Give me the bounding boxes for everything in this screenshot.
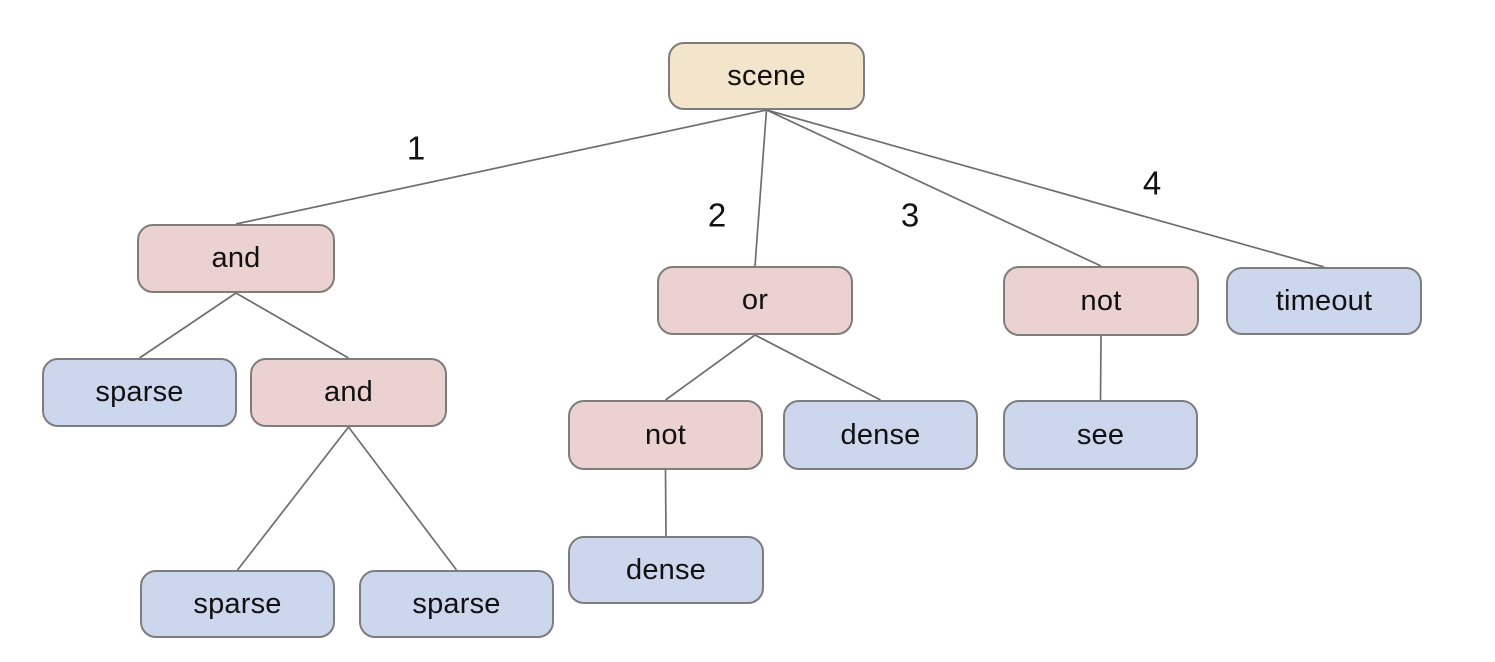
node-label: not — [645, 418, 686, 451]
node-label: dense — [625, 553, 706, 586]
node-sparse2: sparse — [140, 570, 335, 638]
edge-not2-dense2 — [664, 469, 667, 537]
node-dense1: dense — [783, 400, 978, 470]
node-label: or — [741, 284, 769, 316]
edge-or1-not2 — [665, 334, 756, 401]
node-not2: not — [568, 400, 763, 470]
node-label: sparse — [412, 587, 501, 620]
edge-scene-or1 — [754, 109, 768, 267]
edge-or1-dense1 — [754, 334, 881, 401]
node-label: dense — [840, 418, 921, 451]
node-dense2: dense — [568, 536, 764, 604]
node-and2: and — [250, 358, 447, 427]
node-label: and — [211, 242, 261, 274]
node-label: scene — [727, 59, 806, 92]
edge-scene-not1 — [766, 109, 1102, 267]
edge-not1-see1 — [1099, 335, 1102, 401]
node-scene: scene — [668, 42, 865, 110]
node-or1: or — [657, 266, 853, 335]
node-label: and — [324, 376, 373, 408]
edge-and2-sparse2 — [236, 426, 350, 571]
edge-scene-and1 — [235, 109, 767, 225]
node-timeout1: timeout — [1226, 267, 1422, 335]
node-see1: see — [1003, 400, 1198, 470]
edge-and2-sparse3 — [347, 426, 458, 571]
edge-label-4: 4 — [1142, 164, 1162, 202]
node-label: timeout — [1275, 284, 1373, 317]
edge-label-3: 3 — [900, 196, 920, 234]
node-sparse3: sparse — [359, 570, 554, 638]
node-not1: not — [1003, 266, 1199, 336]
node-label: sparse — [193, 587, 282, 620]
edge-and1-and2 — [235, 292, 349, 359]
edge-label-2: 2 — [707, 196, 727, 234]
node-and1: and — [137, 224, 335, 293]
edge-and1-sparse1 — [139, 292, 237, 359]
node-label: sparse — [95, 376, 184, 408]
node-label: see — [1076, 418, 1125, 451]
node-label: not — [1080, 284, 1122, 317]
node-sparse1: sparse — [42, 358, 237, 427]
edge-label-1: 1 — [406, 129, 426, 167]
edge-scene-timeout1 — [766, 109, 1325, 268]
